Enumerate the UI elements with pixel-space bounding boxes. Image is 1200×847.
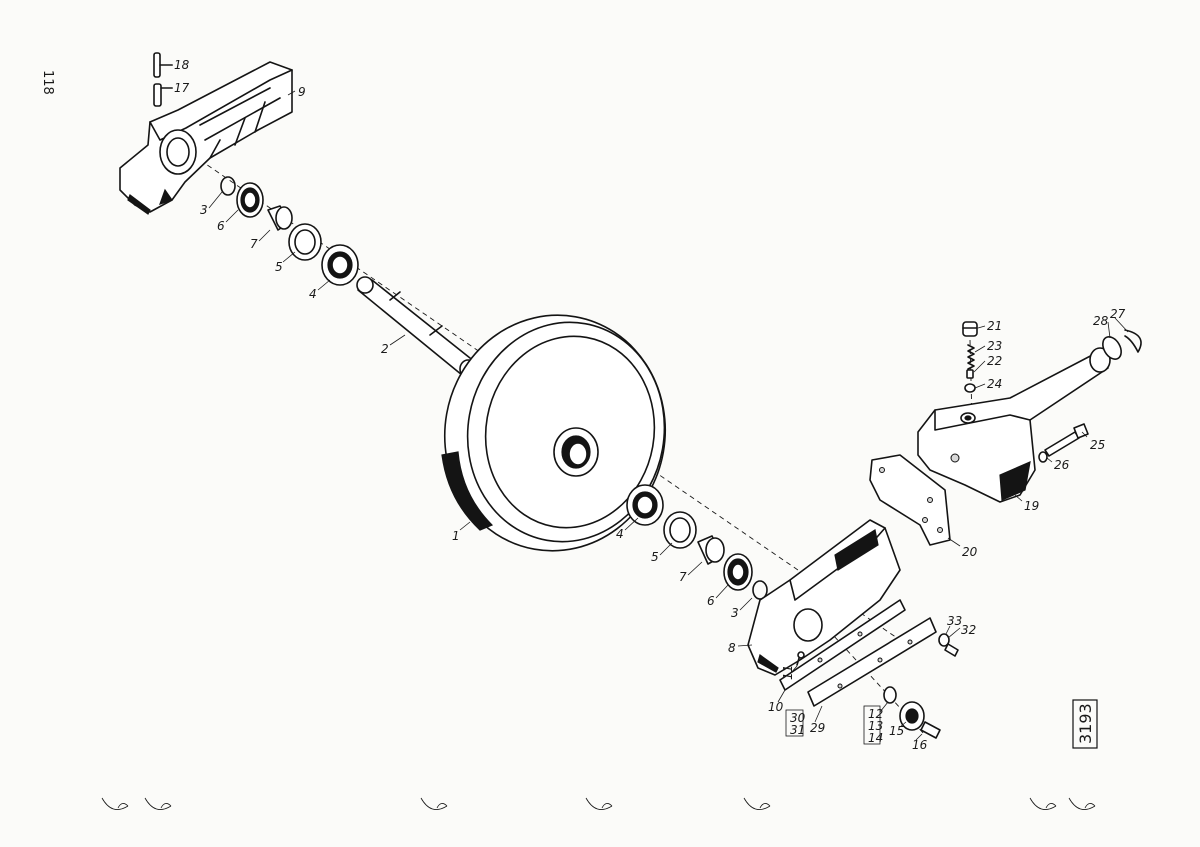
label-32: 32 bbox=[961, 623, 976, 637]
figure-number-box: 3193 bbox=[1072, 699, 1098, 749]
wear-plate-part-10 bbox=[779, 599, 906, 691]
bolt-part-32 bbox=[944, 643, 959, 657]
label-2: 2 bbox=[381, 342, 389, 356]
washer-part-26 bbox=[1038, 451, 1048, 463]
nipple-part-22 bbox=[966, 369, 974, 379]
label-13: 13 bbox=[868, 719, 883, 733]
bolt-part-16 bbox=[920, 721, 941, 739]
label-6-upper: 6 bbox=[217, 219, 225, 233]
bearing-part-4-upper bbox=[321, 244, 359, 286]
label-16: 16 bbox=[912, 738, 928, 752]
plug-part-21 bbox=[962, 321, 978, 337]
label-33: 33 bbox=[947, 614, 962, 628]
washer-part-33 bbox=[938, 633, 950, 647]
label-8: 8 bbox=[728, 641, 736, 655]
label-11: 11 bbox=[781, 665, 795, 680]
snap-ring-part-3-lower bbox=[752, 580, 768, 600]
snap-ring-part-3-upper bbox=[220, 176, 236, 196]
label-12: 12 bbox=[868, 707, 883, 721]
bearing-part-6-upper bbox=[236, 182, 264, 218]
label-3-upper: 3 bbox=[200, 203, 208, 217]
label-1: 1 bbox=[452, 529, 460, 543]
circlip-part-27 bbox=[1124, 329, 1142, 353]
spring-part-23 bbox=[967, 344, 975, 370]
label-14: 14 bbox=[868, 731, 883, 745]
pin-part-17 bbox=[153, 83, 173, 107]
label-12-14-box bbox=[863, 705, 881, 745]
label-20: 20 bbox=[962, 545, 978, 559]
label-21: 21 bbox=[987, 319, 1002, 333]
label-4-lower: 4 bbox=[616, 527, 624, 541]
label-23: 23 bbox=[987, 339, 1002, 353]
page-number: 118 bbox=[40, 70, 55, 95]
spacer-part-7-upper bbox=[267, 205, 293, 231]
label-29: 29 bbox=[810, 721, 825, 735]
label-5-lower: 5 bbox=[651, 550, 659, 564]
label-31: 31 bbox=[790, 723, 805, 737]
ring-part-28 bbox=[1102, 336, 1122, 360]
washer-part-12 bbox=[883, 686, 897, 704]
bearing-part-4-lower bbox=[626, 484, 664, 526]
washer-part-24 bbox=[964, 383, 976, 393]
spacer-part-7-lower bbox=[697, 535, 725, 565]
race-part-5-upper bbox=[288, 223, 322, 261]
label-27: 27 bbox=[1110, 307, 1126, 321]
label-22: 22 bbox=[987, 354, 1002, 368]
label-18: 18 bbox=[174, 58, 190, 72]
label-24: 24 bbox=[987, 377, 1002, 391]
shim-plate-part-29 bbox=[807, 617, 937, 707]
bearing-part-6-lower bbox=[723, 553, 753, 591]
label-9: 9 bbox=[298, 85, 306, 99]
label-5-upper: 5 bbox=[275, 260, 283, 274]
label-7-upper: 7 bbox=[250, 237, 258, 251]
binder-marks bbox=[101, 797, 1096, 810]
label-6-lower: 6 bbox=[707, 594, 715, 608]
idler-wheel-part-1 bbox=[441, 314, 667, 552]
bolt-part-11 bbox=[796, 651, 805, 666]
figure-number: 3193 bbox=[1076, 703, 1095, 744]
label-25: 25 bbox=[1090, 438, 1105, 452]
label-4-upper: 4 bbox=[309, 287, 317, 301]
bolt-part-25 bbox=[1044, 423, 1089, 457]
label-15: 15 bbox=[889, 724, 904, 738]
label-30-31-box bbox=[785, 709, 804, 737]
leader-lines bbox=[163, 64, 1129, 741]
part-labels: 1 2 3 6 7 5 4 18 17 9 4 5 7 6 3 8 21 23 … bbox=[174, 58, 1126, 752]
shaft-part-2 bbox=[356, 276, 477, 379]
bracket-part-20 bbox=[869, 454, 951, 546]
label-28: 28 bbox=[1093, 314, 1109, 328]
housing-part-8 bbox=[747, 519, 901, 676]
housing-part-9 bbox=[119, 61, 293, 215]
label-19: 19 bbox=[1024, 499, 1039, 513]
pin-part-18 bbox=[153, 52, 173, 78]
label-10: 10 bbox=[768, 700, 784, 714]
label-17: 17 bbox=[174, 81, 190, 95]
race-part-5-lower bbox=[663, 511, 697, 549]
label-3-lower: 3 bbox=[731, 606, 739, 620]
label-7-lower: 7 bbox=[679, 570, 687, 584]
cap-part-15 bbox=[899, 701, 925, 731]
label-26: 26 bbox=[1054, 458, 1070, 472]
label-30: 30 bbox=[790, 711, 806, 725]
cylinder-housing-part-19 bbox=[917, 347, 1111, 503]
